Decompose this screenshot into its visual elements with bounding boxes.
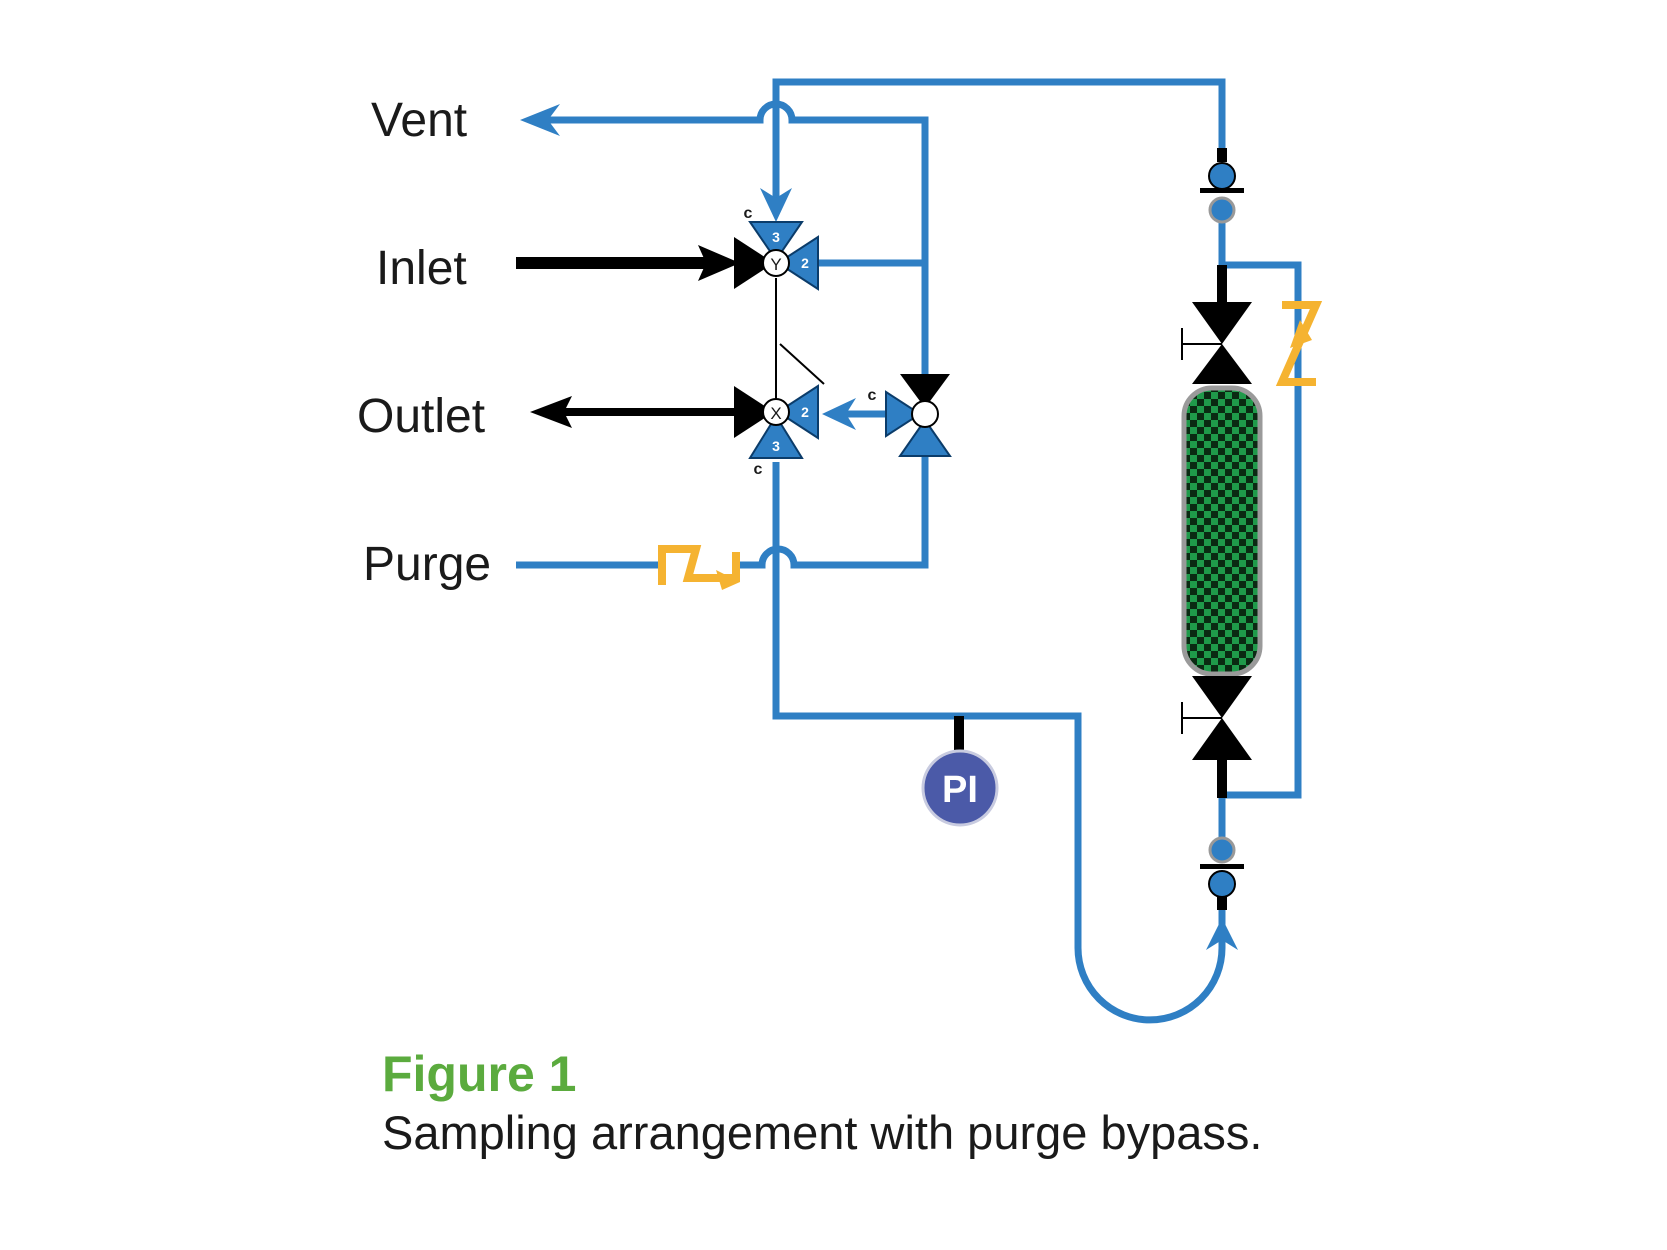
vent-label: Vent — [371, 94, 467, 147]
diverter-vertical-line — [740, 263, 929, 569]
top-return-line — [772, 78, 1226, 212]
outlet-arrow — [530, 396, 572, 428]
actuator-linkage — [779, 343, 825, 385]
y-valve-letter: Y — [770, 255, 781, 274]
y-valve-left-body — [734, 237, 774, 289]
cylinder-top-stem — [1217, 265, 1227, 305]
figure-title: Figure 1 — [382, 1046, 577, 1102]
x-valve-center — [762, 398, 790, 426]
pi-stem — [954, 716, 964, 760]
x-port3-down-line — [772, 462, 1226, 1024]
main-lines — [516, 245, 964, 760]
lower-needle-valve[interactable] — [1181, 676, 1252, 760]
x-valve-port-3: 3 — [772, 438, 780, 454]
y-three-way-valve[interactable]: Y 3 2 c — [734, 205, 819, 291]
bypass-loop — [1218, 215, 1302, 850]
figure-caption: Figure 1 Sampling arrangement with purge… — [382, 1045, 1262, 1163]
inlet-line — [516, 257, 712, 269]
purge-label: Purge — [363, 538, 491, 591]
figure-description: Sampling arrangement with purge bypass. — [382, 1106, 1263, 1159]
blue-arrowheads — [520, 104, 1238, 950]
diverter-top-body — [900, 374, 950, 408]
pressure-indicator: PI — [921, 749, 999, 827]
x-valve-letter: X — [770, 404, 781, 423]
y-valve-tag: c — [744, 205, 753, 222]
cylinder-bottom-stem — [1217, 758, 1227, 798]
diverter-valve[interactable]: c — [868, 374, 952, 457]
outlet-line — [560, 408, 738, 416]
vent-arrow — [520, 104, 560, 136]
y-valve-top-body — [748, 221, 804, 262]
x-valve-right-body — [776, 384, 819, 440]
y-valve-right-body — [776, 235, 819, 291]
process-lines — [516, 78, 1302, 1024]
x-valve-bottom-body — [748, 414, 804, 459]
outlet-label: Outlet — [357, 390, 485, 443]
pressure-indicator-label: PI — [942, 769, 978, 811]
x-three-way-valve[interactable]: X 3 2 c — [734, 384, 819, 478]
upper-needle-valve[interactable] — [1181, 302, 1252, 384]
diverter-center — [911, 400, 939, 428]
inlet-arrow — [698, 245, 740, 281]
cylinder-assembly — [1181, 265, 1263, 798]
y-valve-port-2: 2 — [801, 255, 809, 271]
diverter-left-body — [885, 390, 922, 438]
top-quick-connect — [1200, 148, 1244, 224]
purge-check-valve — [658, 545, 740, 590]
return-up-arrow — [1206, 918, 1238, 950]
inlet-label: Inlet — [376, 242, 467, 295]
sample-cylinder — [1181, 385, 1263, 677]
vent-line — [540, 100, 929, 565]
pressure-indicator-circle — [921, 749, 999, 827]
bottom-quick-connect — [1200, 836, 1244, 910]
diverter-bottom-body — [898, 418, 952, 457]
inlet-drop-arrow — [760, 188, 792, 222]
x-valve-left-body — [734, 386, 774, 438]
x-valve-port-2: 2 — [801, 404, 809, 420]
diverter-arrow — [822, 398, 856, 430]
diverter-tag: c — [868, 387, 877, 404]
bypass-check-valve — [1275, 301, 1323, 386]
x-valve-tag: c — [754, 461, 763, 478]
y-valve-center — [762, 249, 790, 277]
y-valve-port-3: 3 — [772, 229, 780, 245]
